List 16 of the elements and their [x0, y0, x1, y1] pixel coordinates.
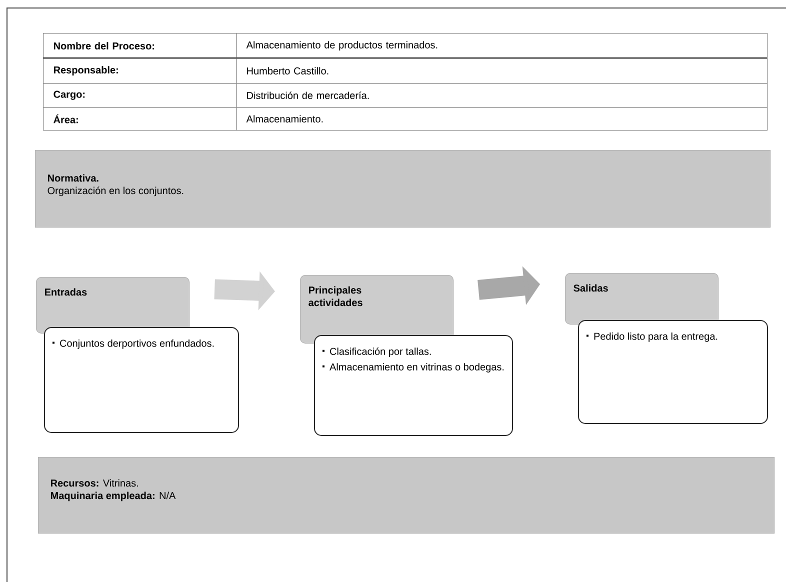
table-cell: Almacenamiento de productos terminados. [236, 33, 768, 59]
info-band: Normativa. Organización en los conjuntos. [35, 150, 771, 228]
table-cell: Almacenamiento. [236, 107, 768, 131]
table-cell: Nombre del Proceso: [43, 33, 237, 59]
header-box: Salidas [565, 273, 719, 325]
table-cell: Responsable: [43, 58, 237, 84]
bullet-box: Conjuntos derportivos enfundados. [44, 327, 239, 433]
header-box: Entradas [36, 277, 190, 334]
header-box: Principales actividades [300, 275, 454, 344]
table-cell: Cargo: [43, 83, 237, 108]
info-band: Recursos: Vitrinas. Maquinaria empleada: N/A [38, 457, 775, 534]
bullet-box: Clasificación por tallas. Almacenamiento en vitrinas o bodegas. [314, 335, 513, 436]
table-cell: Distribución de mercadería. [236, 83, 768, 108]
bullet-box: Pedido listo para la entrega. [578, 320, 768, 424]
table-cell: Humberto Castillo. [236, 58, 768, 84]
table-cell: Área: [43, 107, 237, 131]
